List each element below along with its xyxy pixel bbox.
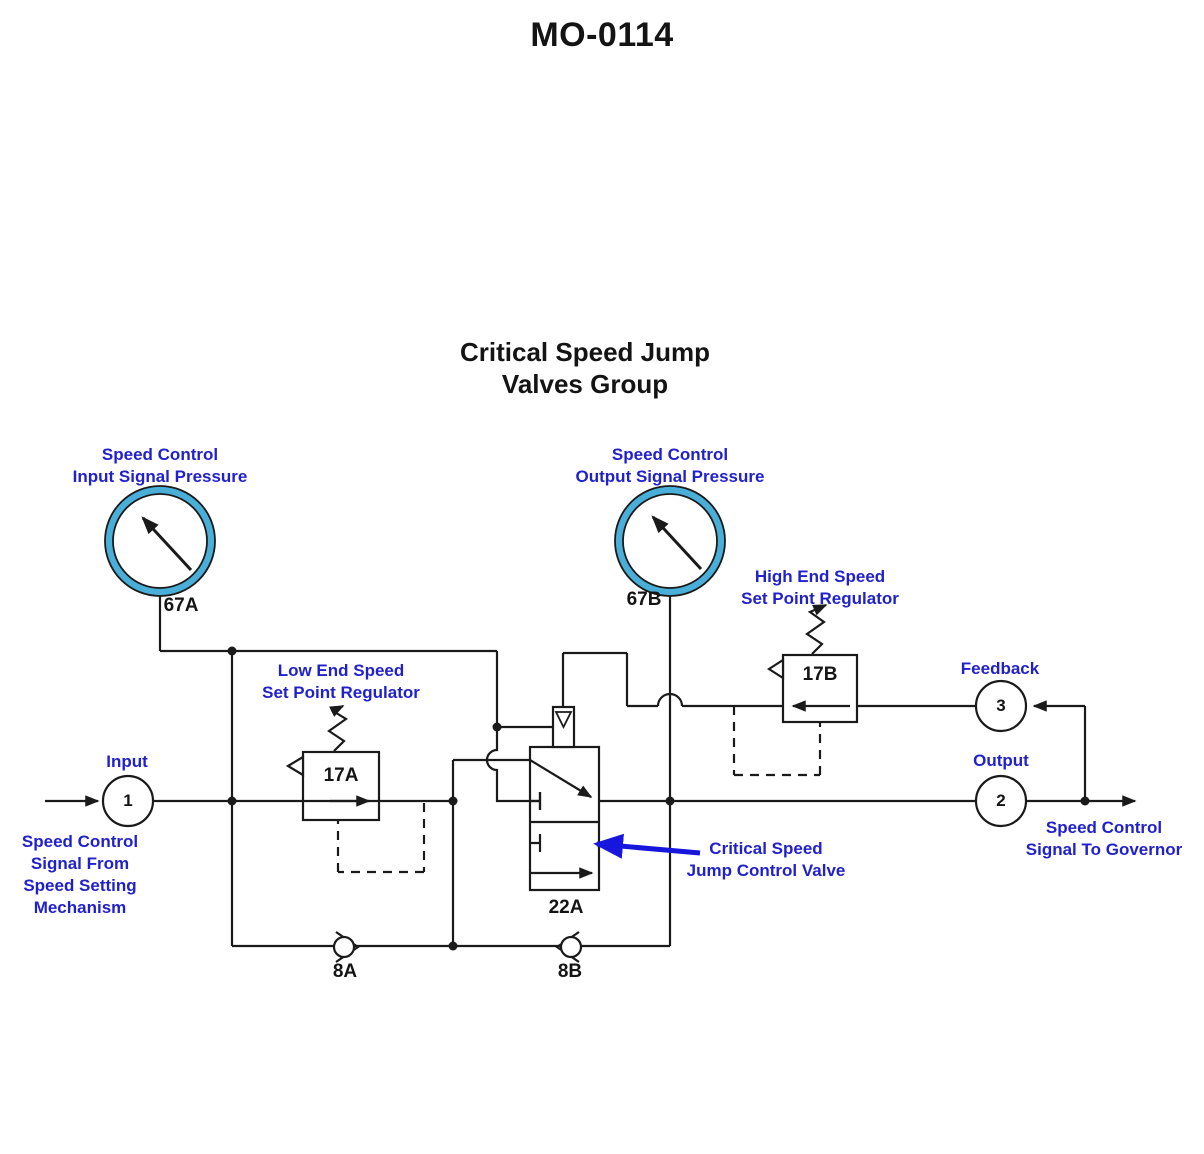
output-label: Output <box>973 751 1029 770</box>
regulator-17b-tag: 17B <box>802 664 838 685</box>
input-source-caption-line3: Speed Setting <box>23 876 137 895</box>
gauge-67b-label: Speed Control Output Signal Pressure <box>576 444 765 488</box>
check-valve-8a-tag: 8A <box>332 961 358 982</box>
junction-dots <box>227 646 1090 951</box>
input-label: Input <box>106 752 148 771</box>
check-valve-8b-tag: 8B <box>557 961 583 982</box>
gauge-67b-needle-icon <box>651 515 703 571</box>
junction-dot <box>448 796 458 806</box>
gauge-67b-ring <box>615 486 725 596</box>
regulator-17a-symbol <box>285 705 381 822</box>
valve-annotation-line2: Jump Control Valve <box>686 861 846 880</box>
valve-annotation-label: Critical Speed Jump Control Valve <box>687 838 846 882</box>
input-source-caption: Speed Control Signal From Speed Setting … <box>22 831 138 919</box>
junction-dot <box>492 722 502 732</box>
valve-annotation-line1: Critical Speed <box>709 839 823 858</box>
regulator-17b-sense-dashed-line <box>732 706 822 777</box>
junction-dot <box>448 941 458 951</box>
input-source-caption-line4: Mechanism <box>33 898 127 917</box>
check-valve-8b-ball-icon <box>559 935 583 959</box>
diagram-title-line2: Valves Group <box>501 369 669 399</box>
regulator-17a-box <box>301 750 381 822</box>
gauge-67a-inner-rim <box>112 493 208 589</box>
gauge-67b-label-line1: Speed Control <box>611 445 729 464</box>
regulator-17a-label-line2: Set Point Regulator <box>262 683 420 702</box>
junction-dot <box>665 796 675 806</box>
valve-22a-body <box>528 745 601 892</box>
check-valve-8b-symbol <box>555 931 583 963</box>
gauge-67a-needle-icon <box>141 516 193 572</box>
node-input-circle <box>101 774 155 828</box>
page-title: MO-0114 <box>530 16 674 54</box>
gauge-67a-outer-rim <box>104 485 216 597</box>
input-source-caption-line1: Speed Control <box>21 832 139 851</box>
pilot-signal-line-with-hop <box>561 651 783 708</box>
valve-22a-tag: 22A <box>548 897 584 918</box>
gauge-67a-symbol <box>104 485 216 597</box>
regulator-17b-label-line2: Set Point Regulator <box>741 589 899 608</box>
regulator-17a-left-marker-icon <box>285 755 305 777</box>
regulator-17a-label-line1: Low End Speed <box>277 661 405 680</box>
regulator-17b-left-marker-icon <box>766 657 785 681</box>
regulator-17b-spring-icon <box>805 603 828 655</box>
node-feedback-circle <box>974 679 1028 733</box>
regulator-17a-tag: 17A <box>323 765 359 786</box>
valve-annotation-arrow-icon <box>593 833 701 859</box>
valve-22a-blocked-port-bottom-icon <box>530 834 542 852</box>
junction-dot <box>227 796 237 806</box>
output-destination-caption-line2: Signal To Governor <box>1025 840 1183 859</box>
diagram-title: Critical Speed Jump Valves Group <box>460 336 710 400</box>
output-destination-caption: Speed Control Signal To Governor <box>1026 817 1182 861</box>
valve-22a-flow-path-arrow <box>529 759 593 798</box>
gauge-67b-inner-rim <box>622 493 718 589</box>
valve-22a-symbol <box>528 705 601 892</box>
valve-22a-pilot-triangle-icon <box>554 711 573 730</box>
diagram-title-line1: Critical Speed Jump <box>460 337 710 367</box>
regulator-17a-spring-icon <box>327 705 348 752</box>
signal-drop-line-with-hop <box>485 651 542 810</box>
gauge-67a-label-line1: Speed Control <box>101 445 219 464</box>
gauge-67a-label: Speed Control Input Signal Pressure <box>73 444 248 488</box>
check-valve-8a-symbol <box>332 931 360 963</box>
gauge-67a-label-line2: Input Signal Pressure <box>72 467 248 486</box>
regulator-17b-label-line1: High End Speed <box>754 567 886 586</box>
gauge-67b-label-line2: Output Signal Pressure <box>575 467 765 486</box>
regulator-17b-label: High End Speed Set Point Regulator <box>741 566 899 610</box>
node-feedback-number: 3 <box>996 696 1006 715</box>
gauge-67a-tag: 67A <box>163 595 199 616</box>
gauge-67a-ring <box>105 486 215 596</box>
gauge-67b-outer-rim <box>614 485 726 597</box>
node-output-number: 2 <box>996 791 1006 810</box>
junction-dot <box>227 646 237 656</box>
check-valve-8a-ball-icon <box>332 935 356 959</box>
gauge-67b-symbol <box>614 485 726 597</box>
gauge-67b-tag: 67B <box>626 589 662 610</box>
regulator-17a-label: Low End Speed Set Point Regulator <box>262 660 420 704</box>
node-input-number: 1 <box>123 791 133 810</box>
output-destination-caption-line1: Speed Control <box>1045 818 1163 837</box>
node-output-circle <box>974 774 1028 828</box>
input-source-caption-line2: Signal From <box>30 854 130 873</box>
junction-dot <box>1080 796 1090 806</box>
feedback-label: Feedback <box>960 659 1040 678</box>
regulator-17a-sense-dashed-line <box>336 803 426 874</box>
